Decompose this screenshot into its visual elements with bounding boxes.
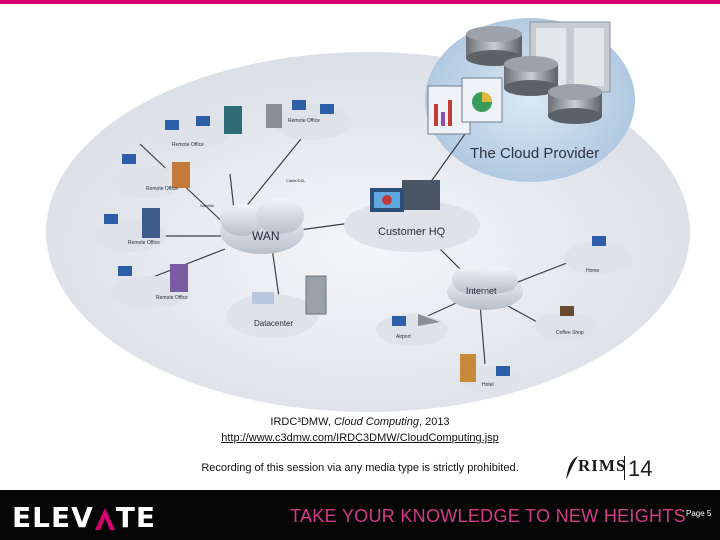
cable-dsl-label: Cable/DSL: [286, 178, 306, 183]
airport-icon: [376, 314, 448, 346]
citation-prefix: IRDC³DMW,: [270, 416, 334, 428]
network-diagram: The Cloud Provider WAN Customer HQ Inter…: [46, 18, 690, 412]
database-cylinder-icon: [504, 56, 558, 96]
home-label: Home: [586, 268, 600, 274]
dashboard-windows-icon: [427, 77, 503, 135]
wan-cloud-icon: [220, 198, 304, 254]
rims-divider: [624, 456, 625, 480]
citation-link[interactable]: http://www.c3dmw.com/IRDC3DMW/CloudCompu…: [221, 432, 499, 444]
home-icon: [564, 236, 632, 274]
footer-bar: ELEV TE TAKE YOUR KNOWLEDGE TO NEW HEIGHT…: [0, 490, 720, 540]
page-number: Page 5: [686, 509, 712, 518]
hotel-icon: [460, 354, 520, 394]
coffee-shop-label: Coffee Shop: [556, 330, 584, 336]
remote-office-icon: [110, 264, 190, 308]
wan-label: WAN: [252, 229, 280, 243]
recording-notice: Recording of this session via any media …: [201, 462, 519, 474]
citation-title: Cloud Computing: [333, 416, 419, 428]
customer-hq-icon: [344, 180, 480, 252]
remote-office-icon: [112, 154, 190, 198]
remote-office-icon: [94, 208, 166, 252]
datacenter-icon: [226, 275, 327, 338]
rims-logo: RIMS 14: [564, 454, 658, 484]
hotel-label: Hotel: [482, 382, 494, 388]
slide-content: The Cloud Provider WAN Customer HQ Inter…: [0, 4, 720, 488]
database-cylinder-icon: [548, 84, 602, 124]
tagline: TAKE YOUR KNOWLEDGE TO NEW HEIGHTS: [290, 506, 686, 526]
citation-source: IRDC³DMW, Cloud Computing, 2013: [0, 416, 720, 428]
logo-part2: TE: [115, 501, 156, 534]
remote-office-label: Remote Office: [288, 118, 320, 124]
datacenter-label: Datacenter: [254, 319, 293, 328]
cloud-provider-label: The Cloud Provider: [470, 145, 599, 162]
internet-cloud-icon: [447, 266, 523, 310]
customer-hq-label: Customer HQ: [378, 226, 446, 238]
citation-url-line: http://www.c3dmw.com/IRDC3DMW/CloudCompu…: [0, 432, 720, 444]
internet-label: Internet: [466, 286, 497, 296]
airport-label: Airport: [396, 334, 411, 340]
logo-a-icon: [94, 508, 115, 530]
logo-part1: ELEV: [12, 501, 94, 534]
rims-wordmark: RIMS: [578, 456, 627, 475]
top-accent-line: [0, 0, 720, 4]
remote-office-icon: [266, 100, 352, 140]
citation-year: , 2013: [418, 416, 450, 428]
satellite-label: Satellite: [200, 203, 215, 208]
remote-office-icon: [150, 106, 242, 150]
remote-office-label: Remote Office: [128, 240, 160, 246]
remote-office-label: Remote Office: [172, 142, 204, 148]
rims-year: 14: [628, 456, 653, 481]
remote-office-label: Remote Office: [146, 186, 178, 192]
elevate-logo: ELEV TE: [12, 501, 156, 534]
coffee-shop-icon: [534, 306, 598, 340]
remote-office-label: Remote Office: [156, 295, 188, 301]
